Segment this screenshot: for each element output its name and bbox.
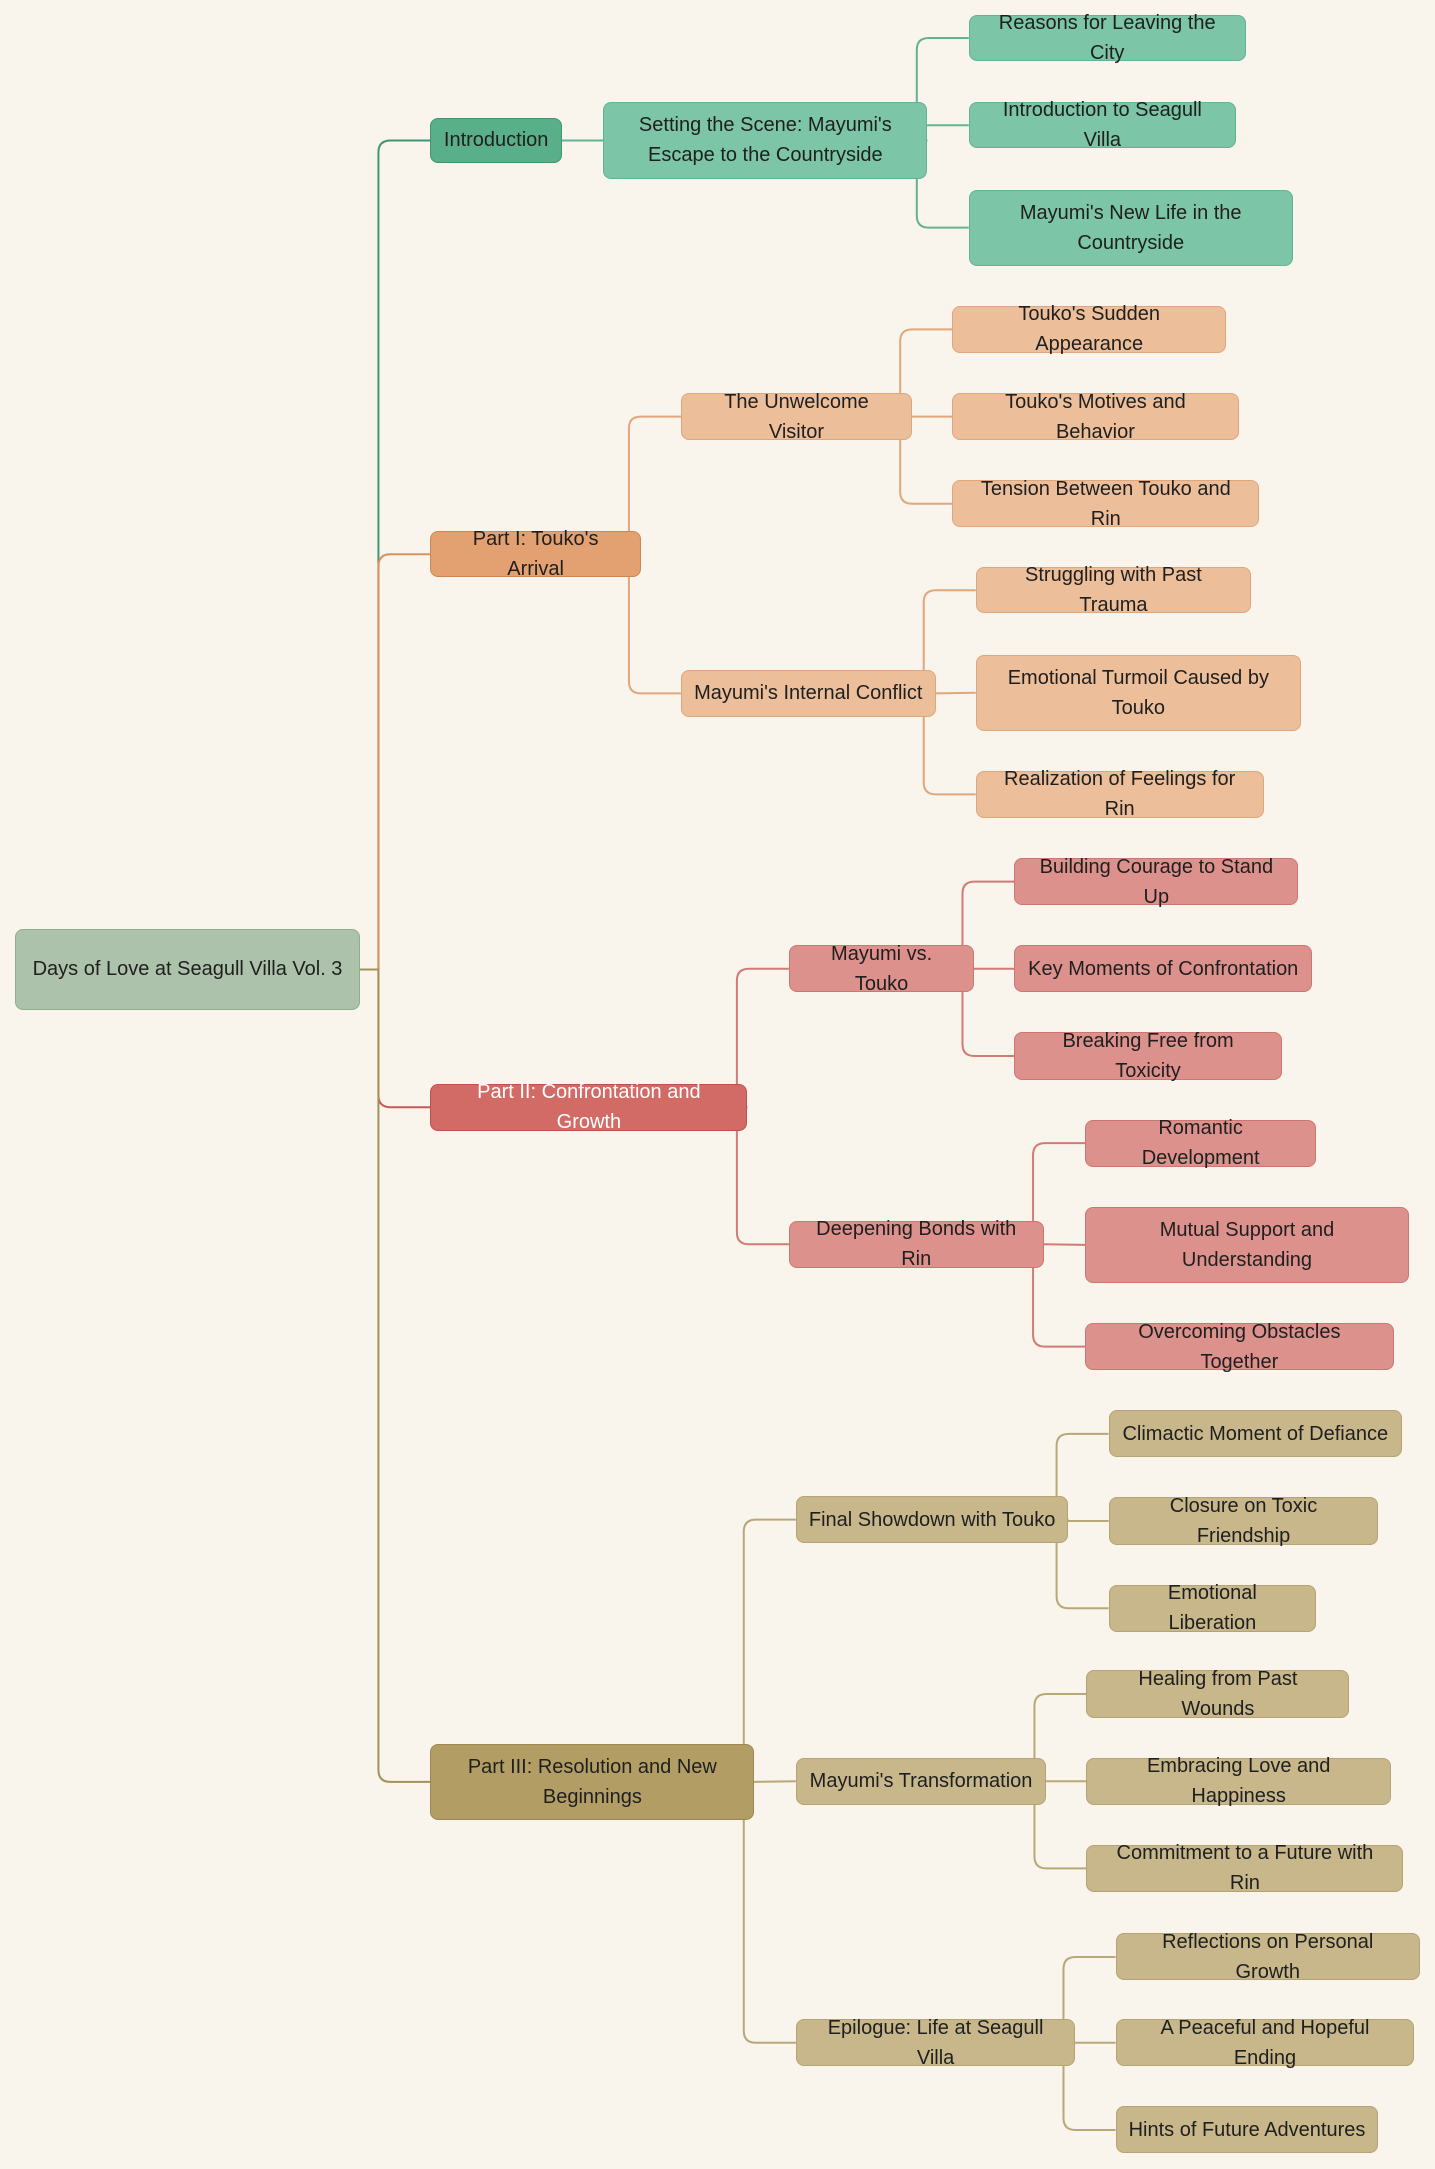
connector-root-topic-part-2 [359,968,431,1109]
connector-topic-part-3-subtopic-transformation [754,1780,796,1783]
leaf-key-moments[interactable]: Key Moments of Confrontation [1014,945,1313,993]
topic-introduction[interactable]: Introduction [430,117,562,164]
leaf-embracing-love[interactable]: Embracing Love and Happiness [1086,1755,1391,1807]
leaf-romantic-development[interactable]: Romantic Development [1085,1117,1317,1169]
topic-part-3[interactable]: Part III: Resolution and New Beginnings [430,1743,755,1820]
connector-subtopic-unwelcome-visitor-leaf-sudden-appearance [899,328,953,418]
connector-subtopic-internal-conflict-leaf-feelings-for-rin [922,692,976,796]
leaf-sudden-appearance[interactable]: Touko's Sudden Appearance [952,303,1227,355]
connector-subtopic-deepening-bonds-leaf-overcoming-obstacles [1032,1243,1086,1348]
connector-root-topic-part-1 [359,553,431,971]
leaf-feelings-for-rin[interactable]: Realization of Feelings for Rin [975,768,1264,820]
leaf-building-courage[interactable]: Building Courage to Stand Up [1014,856,1299,908]
connector-topic-part-2-subtopic-deepening-bonds [735,1106,789,1246]
subtopic-setting-the-scene[interactable]: Setting the Scene: Mayumi's Escape to th… [603,102,928,179]
connector-subtopic-internal-conflict-leaf-emotional-turmoil [935,691,976,695]
subtopic-final-showdown[interactable]: Final Showdown with Touko [795,1496,1069,1544]
leaf-reflections[interactable]: Reflections on Personal Growth [1115,1931,1420,1983]
connector-topic-part-1-subtopic-internal-conflict [627,553,681,695]
leaf-mutual-support[interactable]: Mutual Support and Understanding [1085,1206,1409,1283]
topic-part-2[interactable]: Part II: Confrontation and Growth [430,1081,748,1133]
subtopic-deepening-bonds[interactable]: Deepening Bonds with Rin [788,1218,1044,1270]
connector-subtopic-final-showdown-leaf-climactic-moment [1055,1432,1109,1521]
leaf-commitment[interactable]: Commitment to a Future with Rin [1086,1842,1404,1894]
leaf-emotional-turmoil[interactable]: Emotional Turmoil Caused by Touko [975,654,1301,731]
leaf-reasons-for-leaving[interactable]: Reasons for Leaving the City [968,12,1246,64]
leaf-past-trauma[interactable]: Struggling with Past Trauma [975,564,1252,616]
subtopic-mayumi-vs-touko[interactable]: Mayumi vs. Touko [788,943,975,995]
connector-subtopic-mayumi-vs-touko-leaf-breaking-free [961,967,1015,1057]
connector-subtopic-transformation-leaf-commitment [1033,1780,1087,1870]
connector-subtopic-deepening-bonds-leaf-romantic-development [1032,1142,1086,1246]
leaf-motives-behavior[interactable]: Touko's Motives and Behavior [952,391,1239,443]
connector-subtopic-mayumi-vs-touko-leaf-building-courage [961,880,1015,970]
connector-subtopic-epilogue-leaf-future-adventures [1062,2041,1116,2131]
connector-topic-part-3-subtopic-final-showdown [742,1518,796,1783]
connector-subtopic-transformation-leaf-healing [1033,1693,1087,1783]
leaf-emotional-liberation[interactable]: Emotional Liberation [1108,1582,1317,1634]
leaf-breaking-free[interactable]: Breaking Free from Toxicity [1014,1030,1282,1082]
subtopic-unwelcome-visitor[interactable]: The Unwelcome Visitor [680,391,913,443]
connector-root-topic-part-3 [359,968,431,1783]
connector-subtopic-final-showdown-leaf-emotional-liberation [1055,1518,1109,1610]
connector-subtopic-setting-the-scene-leaf-new-life [915,139,969,229]
connector-topic-part-1-subtopic-unwelcome-visitor [627,415,681,556]
leaf-healing[interactable]: Healing from Past Wounds [1086,1668,1350,1720]
leaf-overcoming-obstacles[interactable]: Overcoming Obstacles Together [1085,1321,1394,1373]
connector-subtopic-deepening-bonds-leaf-mutual-support [1043,1243,1086,1246]
subtopic-transformation[interactable]: Mayumi's Transformation [795,1757,1047,1805]
leaf-peaceful-ending[interactable]: A Peaceful and Hopeful Ending [1115,2017,1415,2069]
connector-subtopic-epilogue-leaf-reflections [1062,1955,1116,2044]
connector-subtopic-internal-conflict-leaf-past-trauma [922,589,976,695]
root-node[interactable]: Days of Love at Seagull Villa Vol. 3 [15,928,360,1011]
leaf-intro-seagull-villa[interactable]: Introduction to Seagull Villa [968,99,1236,151]
connector-root-topic-introduction [359,139,431,971]
leaf-tension[interactable]: Tension Between Touko and Rin [952,478,1260,530]
leaf-closure[interactable]: Closure on Toxic Friendship [1108,1495,1379,1547]
leaf-climactic-moment[interactable]: Climactic Moment of Defiance [1108,1410,1402,1458]
connector-topic-part-2-subtopic-mayumi-vs-touko [735,967,789,1109]
connector-topic-part-3-subtopic-epilogue [742,1780,796,2044]
subtopic-internal-conflict[interactable]: Mayumi's Internal Conflict [680,669,936,717]
leaf-new-life[interactable]: Mayumi's New Life in the Countryside [968,189,1293,266]
connector-subtopic-setting-the-scene-leaf-reasons-for-leaving [915,37,969,142]
subtopic-epilogue[interactable]: Epilogue: Life at Seagull Villa [795,2017,1076,2069]
leaf-future-adventures[interactable]: Hints of Future Adventures [1115,2106,1379,2154]
topic-part-1[interactable]: Part I: Touko's Arrival [430,528,641,580]
connector-subtopic-unwelcome-visitor-leaf-tension [899,415,953,505]
